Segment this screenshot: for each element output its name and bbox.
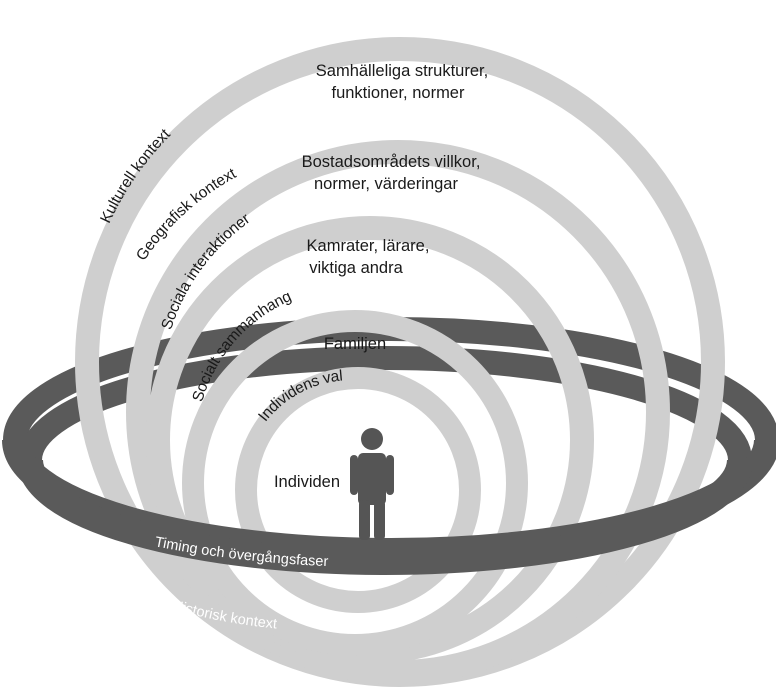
inner-label-sociala-line2: viktiga andra	[309, 259, 403, 277]
ring-label-individens: Individens val	[255, 368, 343, 425]
inner-labels: Samhälleliga strukturer, funktioner, nor…	[274, 62, 488, 491]
band-timing	[17, 459, 753, 575]
person-icon	[350, 428, 394, 540]
ring-socialt	[182, 310, 528, 656]
inner-label-geografisk-line2: normer, värderingar	[314, 175, 458, 193]
inner-label-kulturell-line2: funktioner, normer	[332, 84, 465, 102]
ring-individens	[235, 367, 481, 613]
ring-geografisk	[126, 140, 670, 684]
inner-label-geografisk-line1: Bostadsområdets villkor,	[302, 153, 481, 171]
inner-label-socialt: Familjen	[324, 335, 386, 353]
inner-label-sociala-line1: Kamrater, lärare,	[307, 237, 430, 255]
bands-front	[2, 439, 776, 575]
inner-label-kulturell-line1: Samhälleliga strukturer,	[316, 62, 488, 80]
context-rings	[75, 37, 725, 687]
inner-label-individen: Individen	[274, 473, 340, 491]
